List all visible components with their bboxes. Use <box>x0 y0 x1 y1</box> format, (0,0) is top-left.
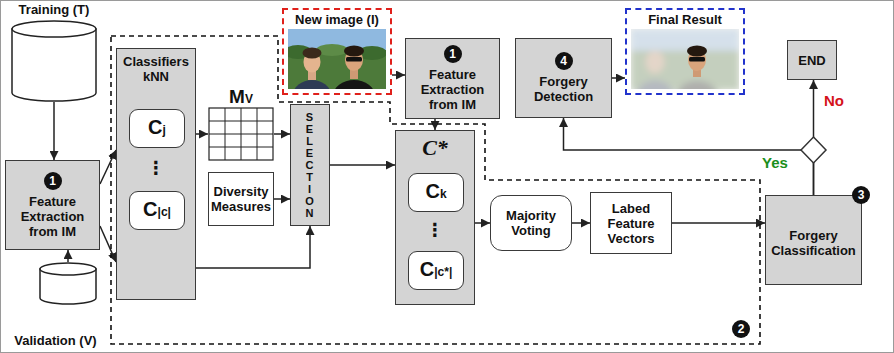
drawing-part <box>293 80 331 89</box>
node-label: C* <box>422 136 448 160</box>
process-box: 1Feature Extraction from IM <box>5 160 100 250</box>
process-box: Labed Feature Vectors <box>590 192 672 254</box>
connector <box>196 133 208 135</box>
process-box: Majority Voting <box>490 195 572 251</box>
node-label: Classifiers kNN <box>120 54 192 84</box>
drawing-part <box>636 80 674 89</box>
classifier-box: C|c| <box>129 191 185 230</box>
input-image-frame: New image (I) <box>282 8 392 95</box>
drawing-part <box>333 80 375 89</box>
result-photo <box>631 29 739 89</box>
drawing-part <box>676 80 718 89</box>
drawing-part <box>303 48 322 59</box>
connector <box>572 222 590 224</box>
callout-number: 4 <box>555 52 573 70</box>
node-label: New image (I) <box>295 12 379 27</box>
process-box: 4Forgery Detection <box>515 38 612 118</box>
selection-box: SELECTION <box>290 104 330 226</box>
connector <box>330 164 395 166</box>
node-label: Ck <box>425 180 446 205</box>
connector <box>564 118 814 195</box>
process-box: 3Forgery Classification <box>765 195 862 285</box>
cylinder-outline <box>8 2 100 102</box>
connector <box>100 150 116 184</box>
result-image-frame: Final Result <box>625 8 745 95</box>
matrix-grid-lines <box>209 108 273 160</box>
ellipsis-mark: ⋮ <box>425 218 445 242</box>
cylinder-top <box>12 21 96 37</box>
node-label: Feature Extraction from IM <box>9 194 96 239</box>
node-label: Final Result <box>648 12 722 27</box>
node-label: Forgery Detection <box>519 74 608 104</box>
callout-number: 3 <box>852 186 870 204</box>
node-label: Labed Feature Vectors <box>594 201 668 246</box>
node-label: Forgery Classification <box>769 228 858 258</box>
connector <box>612 77 625 79</box>
connector <box>53 102 55 160</box>
cylinder-top <box>40 263 96 275</box>
drawing-part <box>631 29 739 52</box>
edge-label: No <box>824 92 844 109</box>
callout-number: 2 <box>732 320 750 338</box>
ellipsis-mark: ⋮ <box>146 156 166 180</box>
classifier-box: Cj <box>129 109 185 148</box>
node-label: C|c*| <box>420 258 453 283</box>
node-label: MV <box>229 86 253 110</box>
connector <box>100 226 116 262</box>
node-label: END <box>798 53 825 68</box>
classifier-box: C|c*| <box>408 251 464 290</box>
node-label: SELECTION <box>301 111 319 219</box>
dashed-outline <box>111 36 760 344</box>
callout-number: 1 <box>44 172 62 190</box>
database-cylinder: Training (T) <box>8 2 100 102</box>
drawing-part <box>689 57 705 62</box>
drawing-part <box>646 51 664 73</box>
cylinder-body <box>12 29 96 101</box>
connector <box>274 198 290 200</box>
drawing-part <box>346 57 362 62</box>
matrix-block: MV <box>208 86 274 162</box>
database-cylinder: Validation (V) <box>8 262 103 348</box>
end-box: END <box>787 40 837 80</box>
connector <box>392 74 405 76</box>
process-box: 1Feature Extraction from IM <box>405 38 500 119</box>
ensemble-box: CkC|c*| C* <box>395 130 475 305</box>
matrix-grid <box>209 108 273 160</box>
drawing-part <box>631 29 739 89</box>
edge-label: Yes <box>762 154 788 171</box>
drawing-part <box>631 29 739 89</box>
connector <box>434 119 436 130</box>
callout-number: 1 <box>444 45 462 63</box>
node-label: Cj <box>148 116 166 141</box>
connector <box>274 133 290 135</box>
drawing-part <box>687 46 707 57</box>
node-label: Majority Voting <box>494 208 568 238</box>
process-box: Diversity Measures <box>208 172 274 226</box>
drawing-part <box>344 46 364 57</box>
node-label: Feature Extraction from IM <box>409 67 496 112</box>
connector <box>672 222 765 224</box>
node-label: Diversity Measures <box>211 184 271 214</box>
decision-diamond <box>801 137 826 163</box>
classifier-box: Ck <box>408 173 464 212</box>
node-label: Validation (V) <box>14 333 96 348</box>
input-photo <box>288 29 386 89</box>
node-label: Training (T) <box>19 2 90 17</box>
node-label: C|c| <box>143 198 171 223</box>
connector <box>475 222 490 224</box>
connector <box>67 250 69 262</box>
connector <box>196 226 310 268</box>
